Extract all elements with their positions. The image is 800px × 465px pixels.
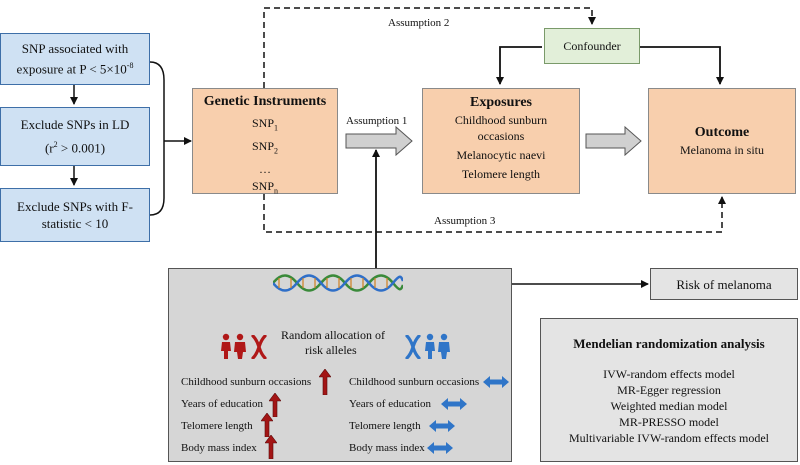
- step1-line2: exposure at P < 5×10-8: [17, 57, 134, 77]
- confounder-box: Confounder: [544, 28, 640, 64]
- step3-line1: Exclude SNPs with F-: [17, 199, 133, 214]
- risk-label: Risk of melanoma: [676, 276, 772, 292]
- double-arrow-icon: [429, 420, 455, 432]
- mr-method-egger: MR-Egger regression: [617, 383, 721, 397]
- trait-right-bmi: Body mass index: [349, 442, 425, 454]
- mr-method-multivariable: Multivariable IVW-random effects model: [568, 431, 770, 445]
- risk-of-melanoma-box: Risk of melanoma: [650, 268, 798, 300]
- random-allocation-line2: risk alleles: [305, 343, 357, 357]
- trait-left-telomere: Telomere length: [181, 420, 253, 432]
- assumption-1-label: Assumption 1: [346, 115, 408, 127]
- exposures-box: Exposures Childhood sunburn occasions Me…: [422, 88, 580, 194]
- snp-n-sub: n: [274, 186, 278, 196]
- snp-ellipsis: …: [259, 161, 271, 176]
- step1-line2-text: exposure at P < 5×10: [16, 61, 127, 77]
- up-arrow-icon: [265, 435, 277, 459]
- red-people-icon: [221, 333, 246, 359]
- up-arrow-icon: [269, 393, 281, 417]
- mr-method-ivw: IVW-random effects model: [603, 367, 735, 381]
- mr-method-presso: MR-PRESSO model: [619, 415, 719, 429]
- random-allocation-panel: Random allocation of risk alleles Childh…: [168, 268, 512, 462]
- step1-line1: SNP associated with: [21, 41, 129, 57]
- assumption-1-block-arrow: [345, 125, 413, 157]
- assumption-3-path: [263, 194, 726, 233]
- confounder-to-exposures-arrow: [496, 46, 542, 85]
- steps-bracket: [149, 61, 165, 216]
- step2-line1: Exclude SNPs in LD: [20, 117, 130, 133]
- mr-analysis-box: Mendelian randomization analysis IVW-ran…: [540, 318, 798, 462]
- exposures-title: Exposures: [470, 95, 532, 110]
- blue-people-icon: [425, 333, 450, 359]
- genetic-instruments-box: Genetic Instruments SNP1 SNP2 … SNPn: [192, 88, 338, 195]
- trait-left-education: Years of education: [181, 398, 263, 410]
- step2-exponent: 2: [53, 140, 58, 150]
- exposure-sunburn-line1: Childhood sunburn: [454, 113, 548, 127]
- up-arrow-icon: [319, 369, 331, 395]
- red-chromosome-icon: [251, 335, 267, 359]
- trait-left-sunburn: Childhood sunburn occasions: [181, 376, 312, 388]
- snp-2-sub: 2: [274, 146, 278, 156]
- instruments-title: Genetic Instruments: [203, 94, 327, 109]
- assumption-3-label: Assumption 3: [434, 215, 496, 227]
- step-snp-association: SNP associated with exposure at P < 5×10…: [0, 33, 150, 85]
- double-arrow-icon: [427, 442, 453, 454]
- confounder-label: Confounder: [563, 39, 621, 53]
- double-arrow-icon: [483, 376, 509, 388]
- assumption-2-path: [263, 7, 596, 88]
- trait-left-bmi: Body mass index: [181, 442, 257, 454]
- step2-pre: (r: [44, 140, 54, 156]
- step2-line2: (r2 > 0.001): [45, 136, 105, 156]
- snp-2: SNP2: [252, 138, 278, 159]
- exposure-sunburn-line2: occasions: [477, 129, 525, 143]
- random-allocation-line1: Random allocation of: [281, 328, 385, 342]
- assumption-2-label: Assumption 2: [388, 17, 450, 29]
- step-exclude-ld: Exclude SNPs in LD (r2 > 0.001): [0, 107, 150, 166]
- up-arrow-icon: [261, 413, 273, 437]
- trait-right-education: Years of education: [349, 398, 431, 410]
- snp-1-sub: 1: [274, 123, 278, 133]
- trait-right-telomere: Telomere length: [349, 420, 421, 432]
- snp-1: SNP1: [252, 115, 278, 136]
- snp-2-label: SNP: [251, 139, 274, 154]
- step3-line2: statistic < 10: [41, 216, 109, 231]
- blue-chromosome-icon: [405, 335, 421, 359]
- exposure-to-outcome-block-arrow: [585, 125, 642, 157]
- step-exclude-f-statistic: Exclude SNPs with F- statistic < 10: [0, 188, 150, 242]
- trait-right-sunburn: Childhood sunburn occasions: [349, 376, 480, 388]
- mr-title: Mendelian randomization analysis: [573, 336, 765, 351]
- confounder-to-outcome-arrow: [640, 46, 724, 85]
- snp-1-label: SNP: [251, 116, 274, 130]
- outcome-subtitle: Melanoma in situ: [680, 143, 764, 157]
- outcome-box: Outcome Melanoma in situ: [648, 88, 796, 194]
- snp-n-label: SNP: [251, 178, 274, 193]
- dna-helix-icon: [273, 274, 403, 292]
- snp-n: SNPn: [252, 178, 278, 199]
- double-arrow-icon: [441, 398, 467, 410]
- step1-exponent: -8: [126, 61, 134, 71]
- exposure-telomere: Telomere length: [461, 167, 541, 181]
- exposure-naevi: Melanocytic naevi: [456, 148, 546, 162]
- outcome-title: Outcome: [694, 125, 750, 140]
- step2-post: > 0.001): [57, 140, 106, 156]
- mr-method-weighted-median: Weighted median model: [610, 399, 728, 413]
